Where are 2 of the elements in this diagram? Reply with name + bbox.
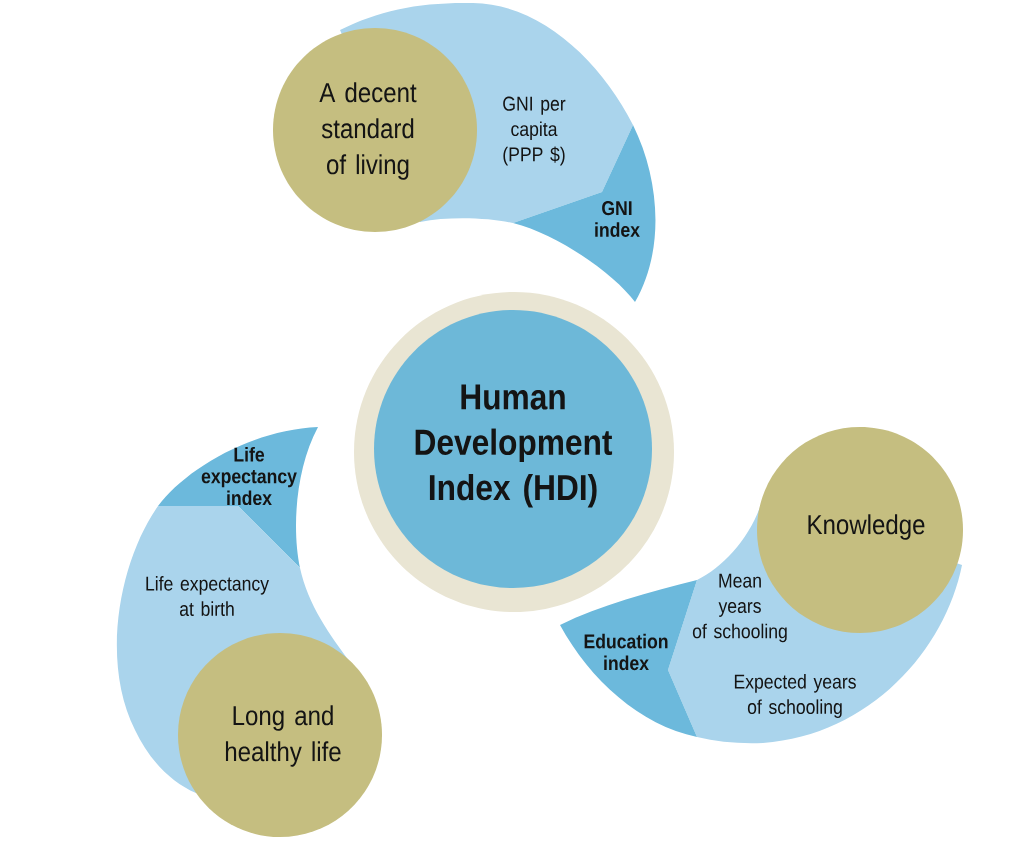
swirl-tip: Life expectancy index [158,427,318,568]
band-label: Expected years of schooling [734,674,856,718]
